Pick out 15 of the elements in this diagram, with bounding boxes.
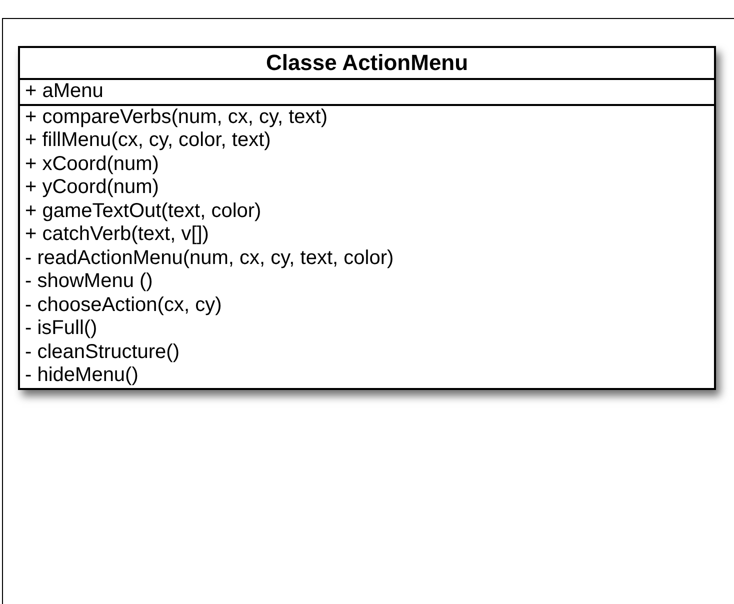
- method-text: - cleanStructure(): [25, 340, 180, 364]
- method-text: + fillMenu(cx, cy, color, text): [25, 129, 272, 152]
- method-text: - showMenu (): [25, 270, 154, 294]
- attribute-text: + aMenu: [25, 80, 104, 104]
- method-text: + catchVerb(text, v[]): [25, 223, 210, 246]
- method-text: + compareVerbs(num, cx, cy, text): [25, 106, 329, 129]
- method-text: - isFull(): [25, 317, 98, 340]
- class-box: [18, 46, 716, 390]
- method-text: + gameTextOut(text, color): [25, 200, 262, 223]
- method-text: + xCoord(num): [25, 152, 160, 176]
- method-text: - hideMenu(): [25, 364, 140, 388]
- method-text: + yCoord(num): [25, 176, 160, 200]
- method-text: - chooseAction(cx, cy): [25, 294, 223, 317]
- method-text: - readActionMenu(num, cx, cy, text, color): [25, 246, 395, 270]
- class-name: Classe ActionMenu: [20, 48, 714, 80]
